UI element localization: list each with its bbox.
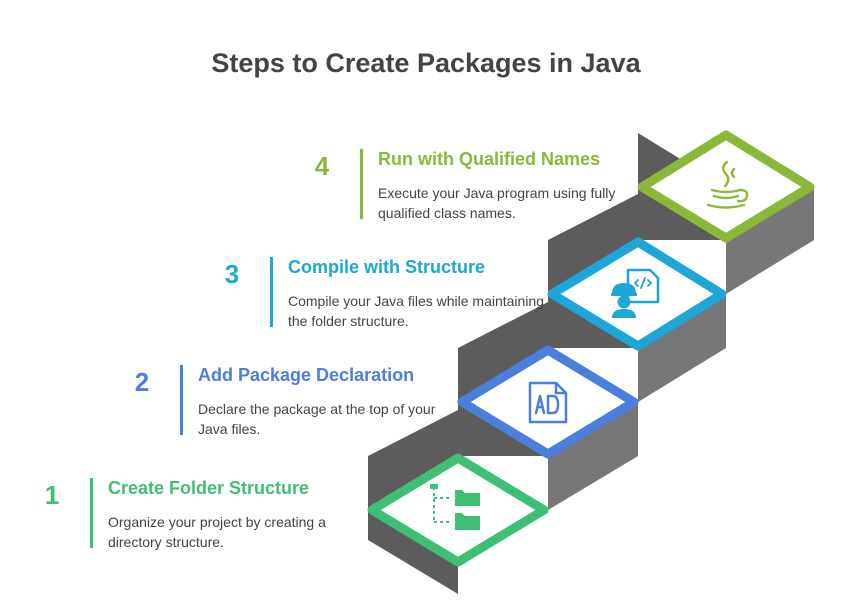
ad-file-icon <box>528 381 568 424</box>
step-description: Organize your project by creating a dire… <box>108 514 326 550</box>
step-number: 2 <box>134 367 150 397</box>
step-number: 4 <box>314 151 330 181</box>
step-title: Run with Qualified Names <box>378 149 601 169</box>
developer-icon <box>611 268 660 318</box>
step-title: Add Package Declaration <box>198 365 415 385</box>
step-1-platform <box>367 453 549 567</box>
diagram-title: Steps to Create Packages in Java <box>211 48 641 78</box>
step-title: Create Folder Structure <box>108 478 310 498</box>
step-title: Compile with Structure <box>288 257 486 277</box>
step-divider <box>180 365 183 435</box>
step-description: Execute your Java program using fully qu… <box>378 185 616 221</box>
step-divider <box>270 257 273 327</box>
step-divider <box>90 478 93 548</box>
java-coffee-icon <box>706 160 749 209</box>
step-number: 3 <box>224 259 240 289</box>
step-description: Compile your Java files while maintainin… <box>288 293 545 329</box>
step-number: 1 <box>44 480 60 510</box>
step-description: Declare the package at the top of your J… <box>198 401 436 437</box>
staircase-right-face <box>458 187 814 594</box>
step-divider <box>360 149 363 219</box>
folder-tree-icon <box>430 484 480 530</box>
